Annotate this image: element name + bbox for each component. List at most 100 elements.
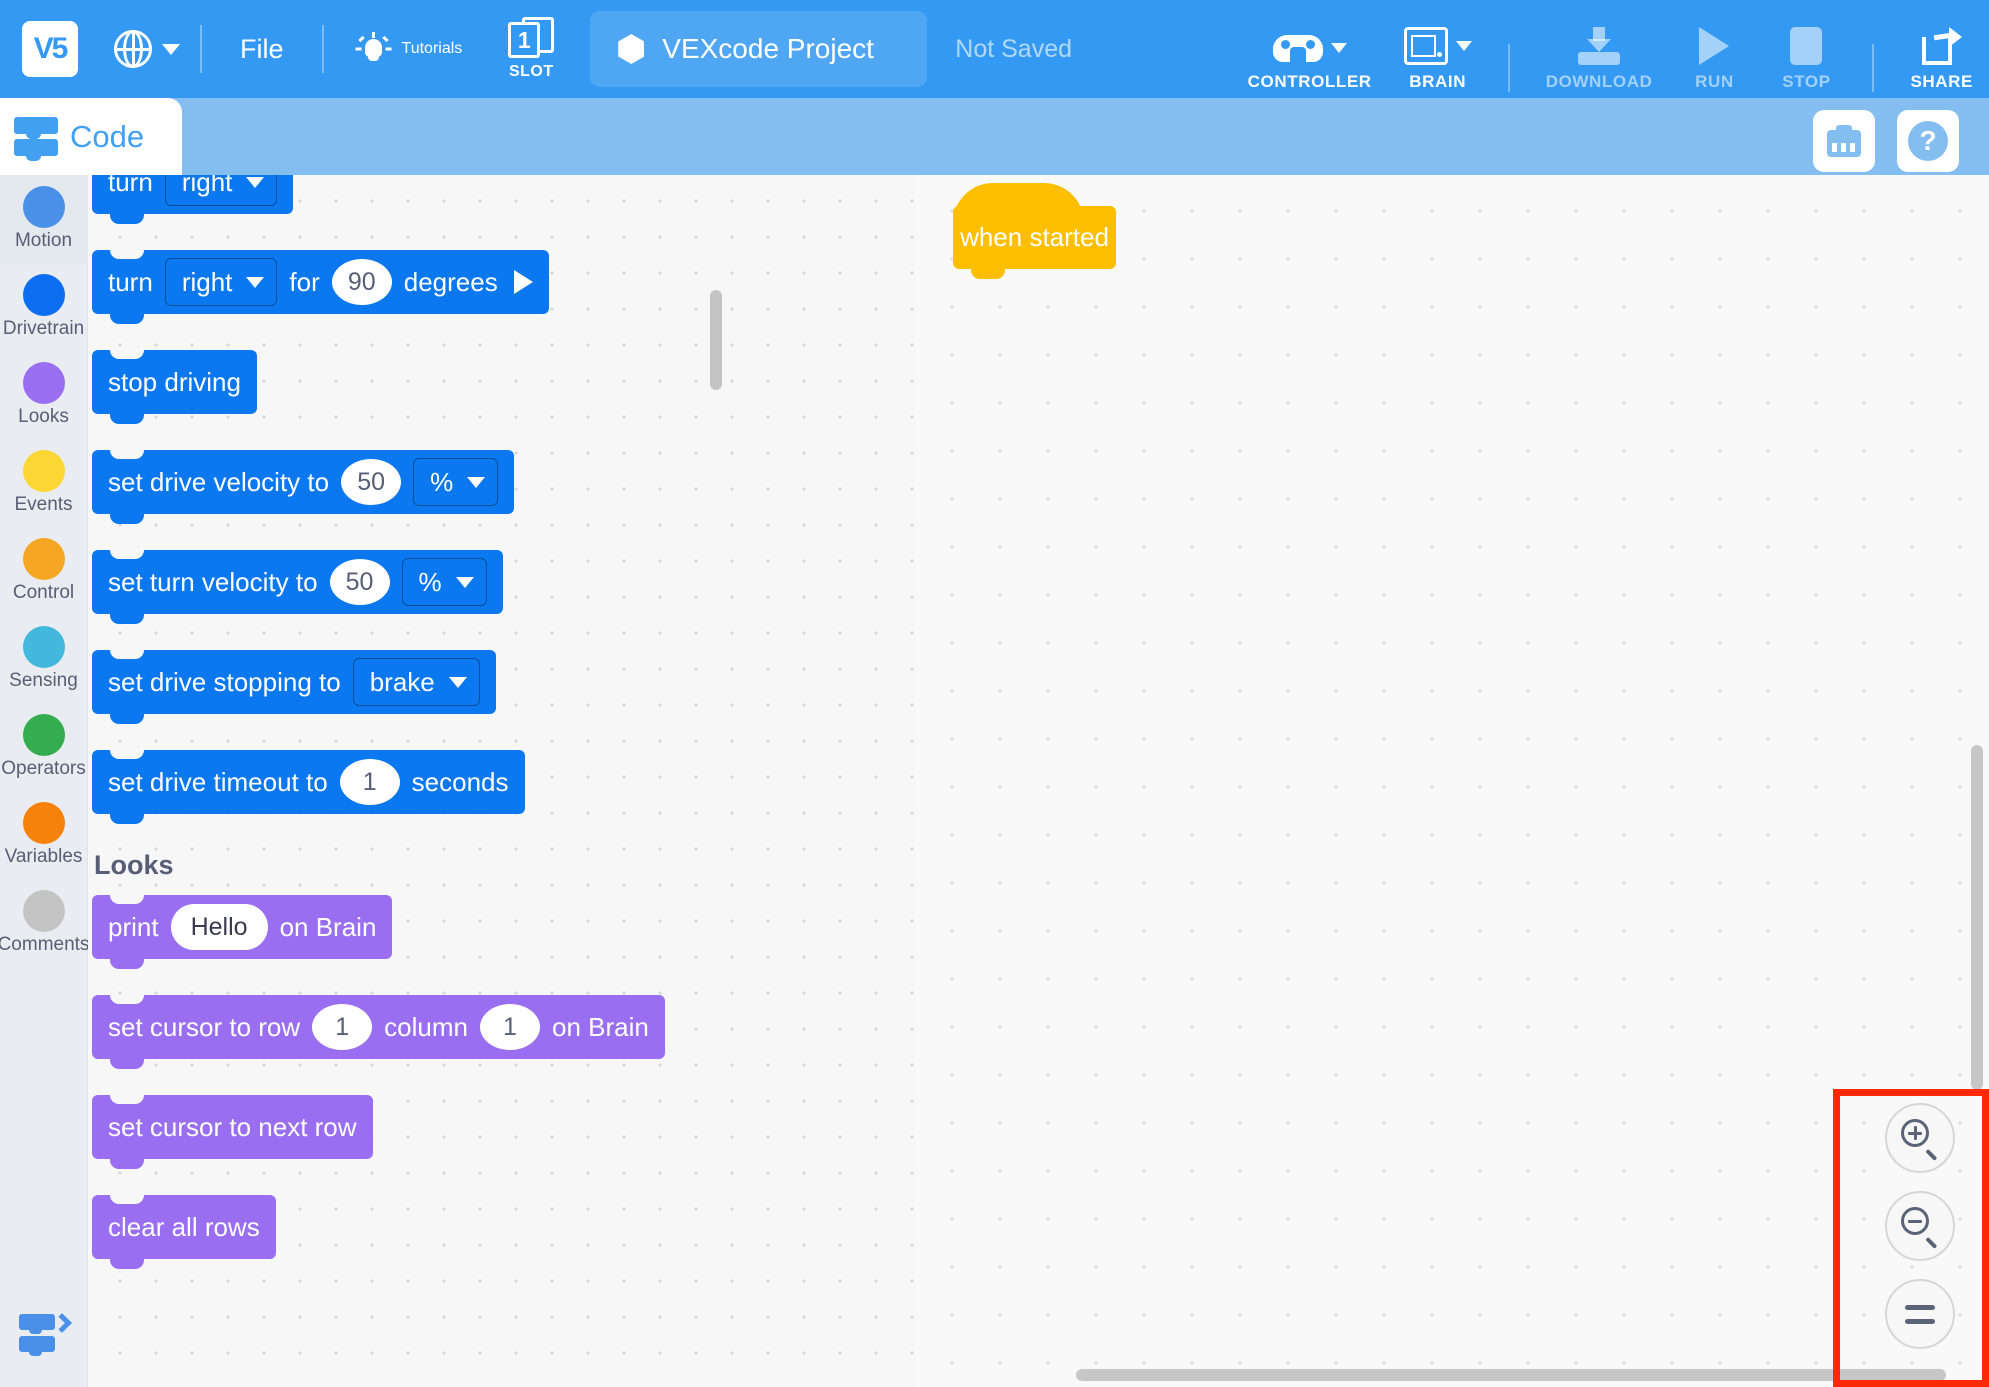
chevron-down-icon [467,476,486,488]
zoom-in-button[interactable] [1885,1103,1955,1173]
block-dropdown[interactable]: right [164,258,278,306]
block-number-input[interactable]: 50 [341,459,402,505]
run-button[interactable]: RUN [1668,27,1760,92]
stop-label: STOP [1782,72,1831,91]
category-color-dot [22,362,65,404]
category-color-dot [22,714,65,756]
block-text-input[interactable]: Hello [170,904,268,950]
sidebar-item-motion[interactable]: Motion [0,175,88,263]
language-selector[interactable] [114,30,180,68]
palette-block-stop-driving[interactable]: stop driving [92,350,257,424]
vex-v5-logo[interactable]: V5 [22,21,78,77]
workspace-horizontal-scrollbar[interactable] [1076,1369,1946,1381]
workspace-vertical-scrollbar[interactable] [1971,745,1983,1090]
palette-block-set-cursor-next-row[interactable]: set cursor to next row [92,1095,373,1169]
block-label: set drive stopping to [108,666,341,697]
collapse-palette-icon [19,1312,72,1356]
help-button[interactable]: ? [1897,110,1959,172]
palette-block-clear-all-rows[interactable]: clear all rows [92,1195,276,1269]
slot-icon: 1 [508,17,555,61]
equals-icon [1905,1304,1935,1324]
magnifier-minus-icon [1901,1207,1939,1249]
controller-button[interactable]: CONTROLLER [1232,31,1388,92]
block-label: print [108,911,159,942]
sidebar-item-label: Drivetrain [2,318,85,339]
file-menu[interactable]: File [240,33,284,64]
slot-selector[interactable]: 1 SLOT [494,17,568,81]
block-number-input[interactable]: 1 [339,759,400,805]
main-toolbar: V5 File Tutorials 1 SLOT VEXcode Project… [0,0,1989,98]
block-label: set drive velocity to [108,466,330,497]
block-dropdown-value: % [430,466,454,497]
question-mark-icon: ? [1908,121,1948,161]
tutorials-menu[interactable]: Tutorials [344,32,475,66]
block-label: column [384,1011,468,1042]
palette-scrollbar[interactable] [710,290,722,390]
controller-icon [1272,31,1323,65]
share-button[interactable]: SHARE [1894,27,1989,92]
chevron-down-icon [246,176,265,188]
block-number-input[interactable]: 1 [480,1004,540,1050]
project-hexagon-icon [618,34,645,64]
block-label: set cursor to row [108,1011,301,1042]
zoom-reset-button[interactable] [1885,1279,1955,1349]
block-dropdown[interactable]: brake [352,658,480,706]
palette-block-print-on-brain[interactable]: print Hello on Brain [92,895,393,969]
divider [200,25,202,73]
block-run-arrow-icon[interactable] [513,270,533,294]
download-icon [1576,27,1622,65]
device-monitor-button[interactable] [1813,110,1875,172]
code-workspace[interactable]: when started [916,175,1989,1387]
secondary-toolbar-actions: ? [1813,110,1959,172]
run-label: RUN [1695,72,1734,91]
magnifier-plus-icon [1901,1119,1939,1161]
category-color-dot [22,802,65,844]
category-color-dot [22,186,65,228]
download-label: DOWNLOAD [1545,72,1653,91]
palette-block-set-drive-stopping[interactable]: set drive stopping to brake [92,650,496,724]
collapse-palette-button[interactable] [0,1279,88,1387]
tab-code[interactable]: Code [0,98,182,175]
sidebar-item-comments[interactable]: Comments [0,879,90,967]
chevron-down-icon [1330,43,1347,53]
block-dropdown[interactable]: % [413,458,499,506]
sidebar-item-drivetrain[interactable]: Drivetrain [0,263,88,351]
block-dropdown[interactable]: right [164,175,278,206]
stop-button[interactable]: STOP [1760,27,1852,92]
block-dropdown[interactable]: % [401,558,487,606]
sidebar-item-control[interactable]: Control [0,527,88,615]
block-number-input[interactable]: 50 [329,559,390,605]
block-label: stop driving [108,366,241,397]
sidebar-item-variables[interactable]: Variables [0,791,88,879]
block-label: set drive timeout to [108,766,328,797]
block-number-input[interactable]: 90 [331,259,392,305]
sidebar-item-looks[interactable]: Looks [0,351,88,439]
sidebar-item-label: Motion [14,230,73,251]
project-name: VEXcode Project [662,33,874,64]
save-status: Not Saved [955,34,1073,63]
block-label: for [289,266,320,297]
blocks-icon [14,116,58,161]
when-started-block[interactable]: when started [953,183,1116,279]
download-button[interactable]: DOWNLOAD [1530,27,1669,92]
palette-block-set-drive-velocity[interactable]: set drive velocity to 50% [92,450,515,524]
block-dropdown-value: right [181,175,233,197]
sidebar-item-operators[interactable]: Operators [0,703,88,791]
sidebar-item-events[interactable]: Events [0,439,88,527]
sidebar-item-label: Comments [0,934,90,955]
sidebar-item-sensing[interactable]: Sensing [0,615,88,703]
block-label: on Brain [279,911,377,942]
zoom-out-button[interactable] [1885,1191,1955,1261]
controller-label: CONTROLLER [1247,72,1372,91]
divider [1872,44,1875,92]
category-sidebar: Motion Drivetrain Looks Events Control S… [0,175,90,1387]
block-number-input[interactable]: 1 [312,1004,373,1050]
brain-button[interactable]: BRAIN [1388,27,1488,92]
project-name-field[interactable]: VEXcode Project [590,11,928,87]
